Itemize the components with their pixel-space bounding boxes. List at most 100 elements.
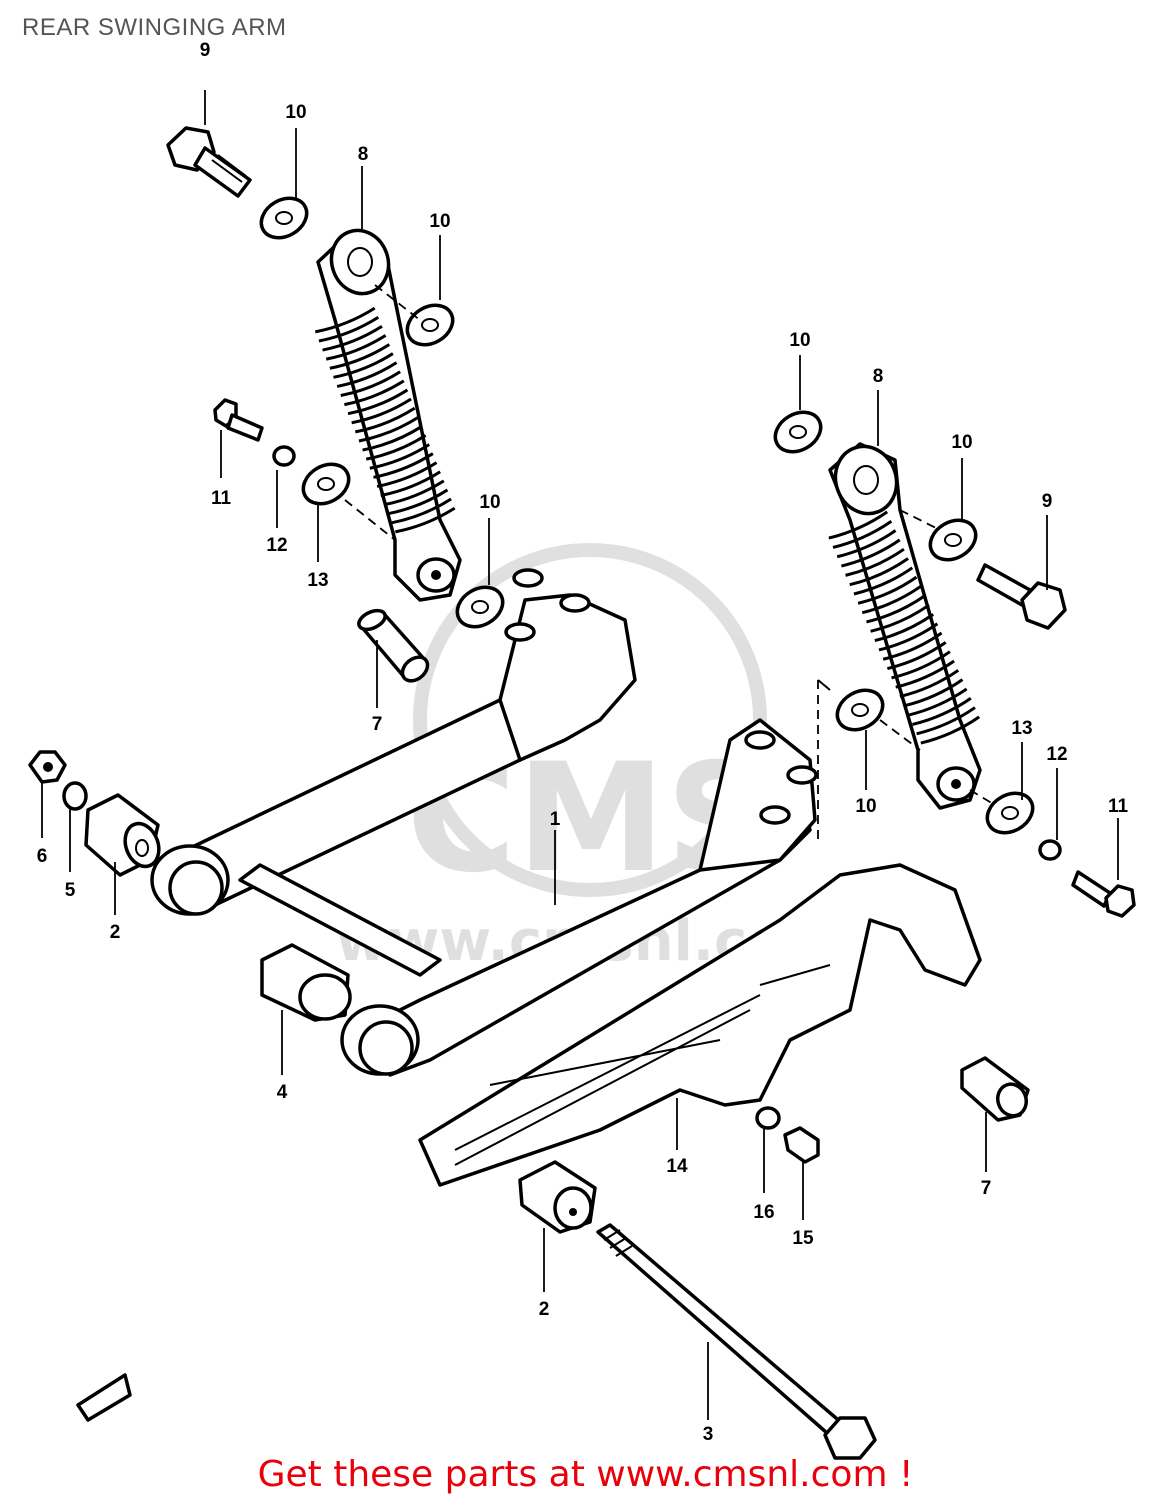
spring-coil xyxy=(329,343,391,370)
callout-2: 2 xyxy=(110,922,121,943)
callout-12: 12 xyxy=(266,535,287,556)
callout-1: 1 xyxy=(550,809,561,830)
callout-10: 10 xyxy=(429,211,450,232)
left-shock-washer-upper[interactable] xyxy=(254,190,314,245)
callout-10: 10 xyxy=(285,102,306,123)
spring-coil xyxy=(861,585,922,615)
leader-dash xyxy=(879,719,921,751)
callout-10: 10 xyxy=(855,796,876,817)
right-shock-bolt-9[interactable] xyxy=(976,563,1067,630)
right-shock-washer-upper[interactable] xyxy=(768,404,828,459)
spring-coil xyxy=(845,547,905,577)
bush-7-right[interactable] xyxy=(960,1056,1031,1122)
spring-coil xyxy=(903,678,964,708)
front-direction-arrow-icon xyxy=(76,1373,132,1422)
callout-16: 16 xyxy=(753,1202,774,1223)
callout-8: 8 xyxy=(873,366,884,387)
right-shock-absorber[interactable] xyxy=(826,438,982,810)
spring-coil xyxy=(886,641,947,671)
page-title: REAR SWINGING ARM xyxy=(22,14,287,41)
spring-coil xyxy=(907,687,968,717)
spring-coil xyxy=(899,669,960,698)
spring-coil xyxy=(314,306,376,334)
spring-coil xyxy=(369,443,431,470)
bush-4[interactable] xyxy=(260,943,352,1022)
callout-10: 10 xyxy=(951,432,972,453)
spring-coil xyxy=(347,388,409,416)
spring-coil xyxy=(920,715,981,745)
leader-tick xyxy=(817,679,831,691)
spring-coil xyxy=(336,361,398,388)
right-washer-13[interactable] xyxy=(980,785,1040,840)
right-lower-washer-10[interactable] xyxy=(830,682,890,737)
spring-coil xyxy=(373,452,434,479)
spring-coil xyxy=(318,315,380,343)
bolt-15[interactable] xyxy=(783,1126,820,1164)
spring-coil xyxy=(351,397,412,425)
spring-coil xyxy=(325,334,387,361)
left-shock-spring-coils xyxy=(314,306,456,534)
callout-15: 15 xyxy=(792,1228,814,1249)
callout-9: 9 xyxy=(1042,491,1053,512)
right-small-bolt-11[interactable] xyxy=(1071,870,1136,918)
spring-coil xyxy=(853,566,914,596)
spring-coil xyxy=(322,325,383,352)
spring-coil xyxy=(857,575,918,605)
spring-coil xyxy=(891,650,951,680)
spring-coil xyxy=(828,510,889,540)
callout-14: 14 xyxy=(666,1156,688,1177)
callout-9: 9 xyxy=(200,40,211,61)
right-lockwasher-12[interactable] xyxy=(1038,839,1062,861)
callout-13: 13 xyxy=(1011,718,1032,739)
leader-dash xyxy=(374,284,421,321)
spring-coil xyxy=(344,379,405,407)
spring-coil xyxy=(394,506,456,534)
spring-coil xyxy=(376,461,438,488)
leader-lines xyxy=(41,90,1119,1420)
left-lower-washer-10[interactable] xyxy=(450,579,510,634)
spring-coil xyxy=(380,470,441,497)
right-shock-spring-coils xyxy=(828,510,981,745)
spring-coil xyxy=(354,406,416,434)
callout-7: 7 xyxy=(981,1178,992,1199)
callout-10: 10 xyxy=(479,492,500,513)
washer-5[interactable] xyxy=(62,781,88,811)
bush-2-upper[interactable] xyxy=(84,793,165,877)
callout-11: 11 xyxy=(211,488,232,509)
left-shock-washer-right[interactable] xyxy=(400,297,460,352)
spring-coil xyxy=(849,557,909,587)
spring-coil xyxy=(866,594,926,624)
callout-2: 2 xyxy=(539,1299,550,1320)
spring-coil xyxy=(391,497,452,525)
left-shock-bolt-9[interactable] xyxy=(166,126,252,198)
left-bush-7[interactable] xyxy=(356,607,432,686)
spring-coil xyxy=(916,706,976,736)
pivot-shaft-3[interactable] xyxy=(596,1223,877,1460)
spring-coil xyxy=(333,352,394,379)
footer-link[interactable]: Get these parts at www.cmsnl.com ! xyxy=(257,1454,914,1495)
callout-11: 11 xyxy=(1108,796,1129,817)
callout-12: 12 xyxy=(1046,744,1067,765)
chain-case-14[interactable] xyxy=(418,863,982,1187)
right-shock-washer-right[interactable] xyxy=(923,512,983,567)
leader-dash xyxy=(899,509,941,531)
left-small-bolt-11[interactable] xyxy=(213,398,264,442)
callout-13: 13 xyxy=(307,570,328,591)
left-lockwasher-12[interactable] xyxy=(272,445,296,467)
bush-2-lower[interactable] xyxy=(518,1160,597,1234)
callout-5: 5 xyxy=(65,880,76,901)
spring-coil xyxy=(387,488,449,516)
spring-coil xyxy=(832,519,893,549)
leader-dash xyxy=(344,499,396,541)
lockwasher-16[interactable] xyxy=(755,1106,781,1130)
spring-coil xyxy=(840,538,901,568)
nut-6[interactable] xyxy=(28,750,67,784)
spring-coil xyxy=(870,603,930,633)
spring-coil xyxy=(895,659,955,689)
spring-coil xyxy=(912,697,972,726)
swinging-arm[interactable] xyxy=(150,568,818,1077)
left-washer-13[interactable] xyxy=(296,456,356,511)
spring-coil xyxy=(340,370,401,397)
spring-coil xyxy=(874,613,935,643)
